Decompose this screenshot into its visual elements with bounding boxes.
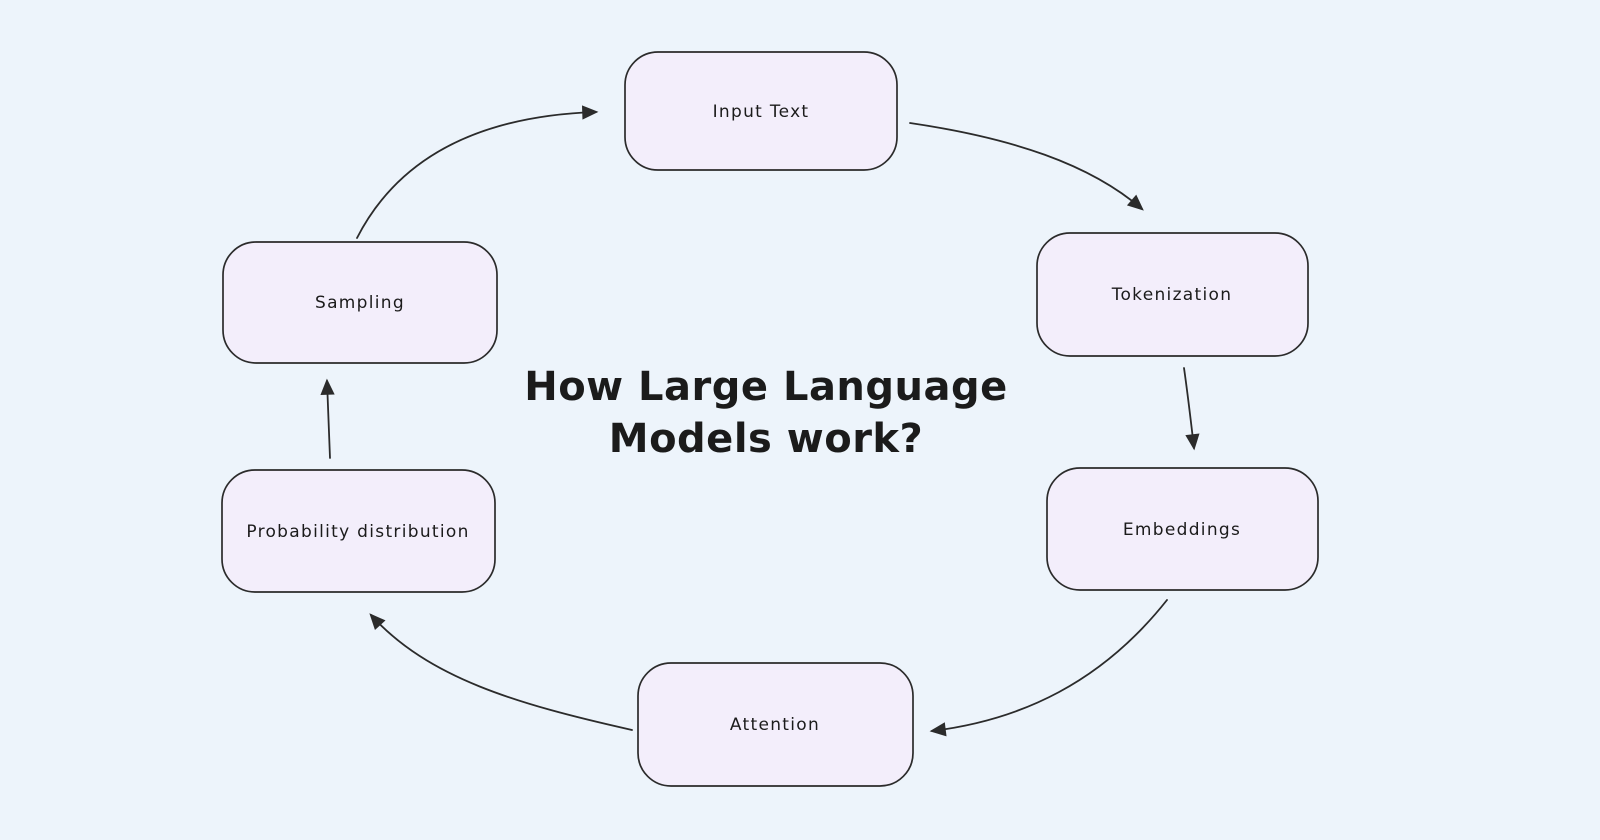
edge-embeddings-to-attention — [929, 599, 1168, 737]
edge-attention-to-probability-distribution — [369, 613, 633, 731]
diagram-title: How Large Language Models work? — [524, 364, 1008, 462]
node-box — [221, 469, 496, 593]
node-probability-distribution: Probability distribution — [221, 469, 496, 593]
node-box — [637, 662, 914, 787]
title-line-2: Models work? — [609, 416, 923, 462]
edges — [320, 105, 1200, 737]
node-input-text: Input Text — [624, 51, 898, 171]
node-label: Sampling — [315, 293, 405, 313]
node-attention: Attention — [637, 662, 914, 787]
title-line-1: How Large Language — [524, 364, 1008, 410]
node-box — [222, 241, 498, 364]
node-label: Input Text — [713, 102, 810, 122]
edge-probability-distribution-to-sampling — [320, 378, 335, 459]
node-tokenization: Tokenization — [1036, 232, 1309, 357]
node-box — [624, 51, 898, 171]
edge-sampling-to-input-text — [356, 105, 599, 239]
node-label: Embeddings — [1123, 520, 1241, 540]
edge-tokenization-to-embeddings — [1183, 367, 1200, 451]
node-box — [1036, 232, 1309, 357]
node-label: Attention — [730, 715, 820, 735]
node-box — [1046, 467, 1319, 591]
node-sampling: Sampling — [222, 241, 498, 364]
node-embeddings: Embeddings — [1046, 467, 1319, 591]
node-label: Probability distribution — [246, 522, 469, 542]
edge-input-text-to-tokenization — [909, 122, 1144, 211]
node-label: Tokenization — [1111, 285, 1233, 305]
